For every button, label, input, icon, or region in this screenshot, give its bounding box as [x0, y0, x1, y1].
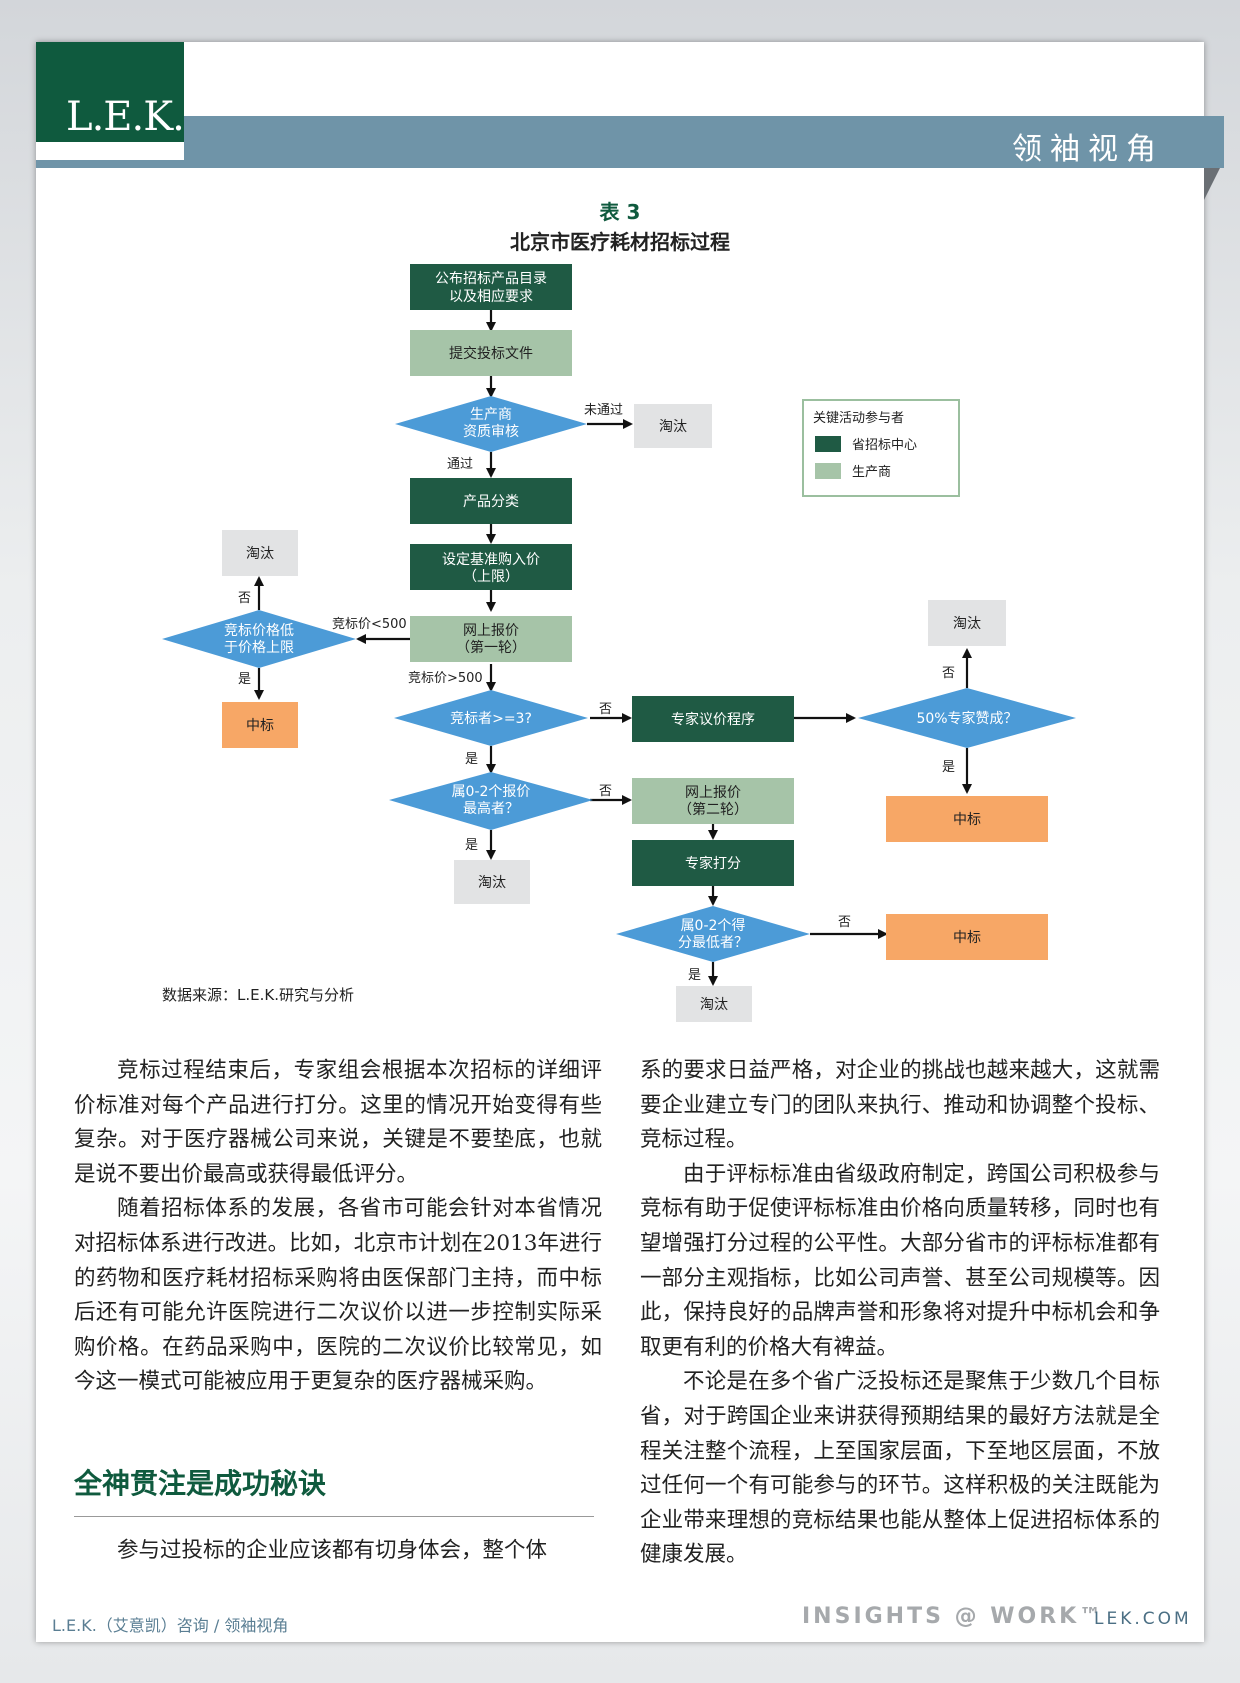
figure-source: 数据来源：L.E.K.研究与分析 [162, 986, 354, 1004]
node-price-check [162, 610, 356, 668]
node-classify [410, 478, 572, 524]
node-baseline [410, 544, 572, 590]
node-elim-2-label: 淘汰 [246, 546, 274, 562]
edge-pass-label: 通过 [447, 457, 473, 472]
node-elim-4 [454, 860, 530, 904]
footer-insights-logo: INSIGHTS @ WORK™ [802, 1604, 1105, 1629]
node-pricecheck-l1: 竞标价格低 [224, 622, 294, 639]
edge-fail-label: 未通过 [584, 403, 623, 418]
edge-yes-label-5: 是 [688, 968, 701, 983]
node-round2-l1: 网上报价 [685, 785, 741, 801]
node-round1-l1: 网上报价 [463, 623, 519, 639]
node-top-price [389, 772, 593, 830]
edge-no-label-4: 否 [599, 784, 612, 799]
edge-yes-label-4: 是 [465, 838, 478, 853]
node-baseline-l2: （上限） [463, 569, 519, 585]
legend-title: 关键活动参与者 [813, 410, 904, 426]
node-qualification [395, 396, 587, 452]
left-column: 竞标过程结束后，专家组会根据本次招标的详细评价标准对每个产品进行打分。这里的情况… [74, 1054, 602, 1400]
node-scoring-label: 专家打分 [685, 855, 741, 872]
left-column-continued: 参与过投标的企业应该都有切身体会，整个体 [74, 1534, 602, 1569]
node-qual-l1: 生产商 [470, 407, 512, 423]
node-win-1-label: 中标 [246, 718, 274, 734]
banner-strip [36, 160, 184, 168]
legend: 关键活动参与者 省招标中心 生产商 [802, 399, 960, 497]
node-scoring [632, 840, 794, 886]
node-round2-l2: （第二轮） [678, 801, 748, 818]
right-column: 系的要求日益严格，对企业的挑战也越来越大，这就需要企业建立专门的团队来执行、推动… [640, 1054, 1160, 1573]
node-expert-neg [632, 696, 794, 742]
flow-arrows [254, 310, 972, 986]
legend-swatch-manufacturer [815, 463, 841, 479]
header-banner: 领袖视角 [184, 116, 1224, 168]
node-win-3 [886, 914, 1048, 960]
node-top-l1: 属0-2个报价 [452, 784, 531, 800]
node-submit-label: 提交投标文件 [449, 345, 533, 362]
right-paragraph-1: 系的要求日益严格，对企业的挑战也越来越大，这就需要企业建立专门的团队来执行、推动… [640, 1058, 1160, 1153]
node-bidders [394, 690, 588, 746]
node-elim-5-label: 淘汰 [700, 997, 728, 1013]
node-win-2-label: 中标 [953, 812, 981, 828]
node-low-l2: 分最低者？ [678, 935, 748, 951]
node-top-l2: 最高者？ [463, 800, 519, 817]
lek-logo: L.E.K. [36, 42, 185, 142]
node-publish-l2: 以及相应要求 [449, 288, 533, 305]
node-vote [858, 688, 1076, 748]
node-round1 [410, 616, 572, 662]
node-expert-neg-label: 专家议价程序 [671, 711, 755, 728]
node-qual-l2: 资质审核 [463, 424, 519, 440]
node-elim-3-label: 淘汰 [953, 616, 981, 632]
node-classify-label: 产品分类 [463, 494, 519, 510]
node-lowest-score [616, 906, 810, 962]
node-round1-l2: （第一轮） [456, 639, 526, 656]
edge-no-label-1: 否 [238, 591, 251, 606]
legend-item-center: 省招标中心 [852, 438, 917, 453]
heading-rule [74, 1516, 594, 1517]
logo-text: L.E.K. [66, 94, 185, 140]
node-bidders-label: 竞标者>=3? [450, 710, 532, 727]
node-elim-3 [928, 600, 1006, 646]
node-win-3-label: 中标 [953, 930, 981, 946]
right-paragraph-2: 由于评标标准由省级政府制定，跨国公司积极参与竞标有助于促使评标标准由价格向质量转… [640, 1161, 1160, 1360]
left-paragraph-3: 参与过投标的企业应该都有切身体会，整个体 [117, 1538, 548, 1563]
edge-no-label-2: 否 [599, 702, 612, 717]
node-elim-1 [634, 404, 712, 448]
node-elim-1-label: 淘汰 [659, 419, 687, 435]
node-pricecheck-l2: 于价格上限 [224, 640, 294, 656]
figure-title: 北京市医疗耗材招标过程 [510, 230, 730, 254]
node-round2 [632, 778, 794, 824]
node-elim-5 [676, 986, 752, 1022]
banner-title: 领袖视角 [1012, 132, 1164, 167]
right-paragraph-3: 不论是在多个省广泛投标还是聚焦于少数几个目标省，对于跨国企业来讲获得预期结果的最… [640, 1369, 1160, 1568]
node-publish [410, 264, 572, 310]
legend-swatch-center [815, 436, 841, 452]
legend-item-manufacturer: 生产商 [852, 465, 891, 480]
node-vote-label: 50%专家赞成？ [916, 710, 1017, 727]
node-win-2 [886, 796, 1048, 842]
edge-lt500-label: 竞标价<500 [332, 616, 407, 632]
node-publish-l1: 公布招标产品目录 [435, 271, 547, 287]
node-submit [410, 330, 572, 376]
edge-no-label-5: 否 [838, 915, 851, 930]
edge-yes-label-1: 是 [238, 672, 251, 687]
footer-publication: L.E.K.（艾意凯）咨询 / 领袖视角 [52, 1616, 289, 1635]
flowchart: 公布招标产品目录 以及相应要求 提交投标文件 生产商 资质审核 淘汰 未通过 通… [162, 264, 1076, 1022]
node-win-1 [222, 702, 298, 748]
node-baseline-l1: 设定基准购入价 [442, 551, 540, 568]
edge-yes-label-3: 是 [942, 760, 955, 775]
figure-number: 表 3 [599, 200, 641, 224]
node-elim-2 [222, 530, 298, 576]
left-paragraph-1: 竞标过程结束后，专家组会根据本次招标的详细评价标准对每个产品进行打分。这里的情况… [74, 1058, 602, 1187]
left-paragraph-2: 随着招标体系的发展，各省市可能会针对本省情况对招标体系进行改进。比如，北京市计划… [74, 1196, 602, 1395]
section-heading: 全神贯注是成功秘诀 [74, 1467, 327, 1500]
node-low-l1: 属0-2个得 [681, 917, 746, 934]
footer-website-link[interactable]: LEK.COM [1094, 1609, 1192, 1629]
node-elim-4-label: 淘汰 [478, 875, 506, 891]
edge-yes-label-2: 是 [465, 752, 478, 767]
edge-no-label-3: 否 [942, 666, 955, 681]
page-fold [1204, 160, 1224, 200]
edge-gt500-label: 竞标价>500 [408, 670, 483, 686]
